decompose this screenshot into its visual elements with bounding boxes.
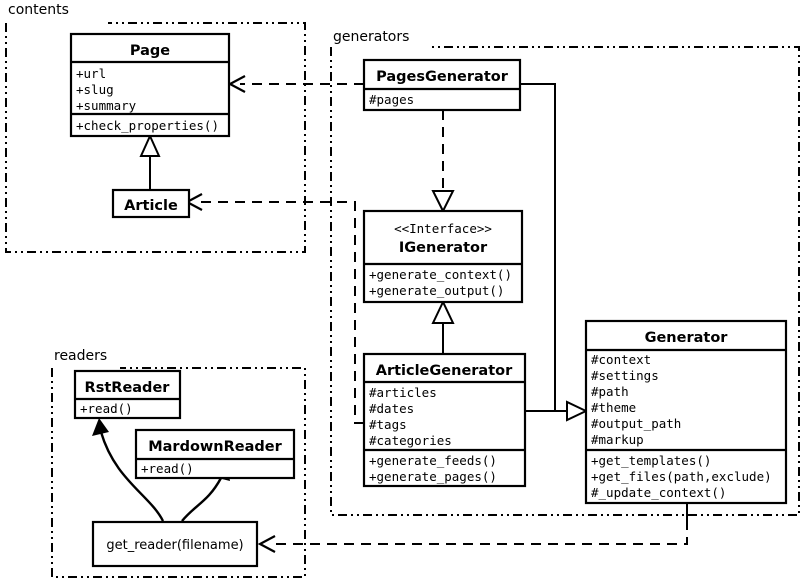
class-page-attribute: +url xyxy=(76,66,106,81)
class-igenerator-stereotype: <<Interface>> xyxy=(394,221,492,236)
class-mardown-reader-method: +read() xyxy=(141,461,194,476)
class-article-generator-attribute: #dates xyxy=(369,401,414,416)
class-rst-reader-name: RstReader xyxy=(85,380,171,396)
class-generator-name: Generator xyxy=(645,330,729,346)
class-article-generator[interactable]: ArticleGenerator #articles #dates #tags … xyxy=(362,352,527,488)
class-igenerator-method: +generate_context() xyxy=(369,267,512,282)
class-igenerator-method: +generate_output() xyxy=(369,283,504,298)
relation-articlegenerator-article xyxy=(184,193,364,424)
relation-generator-get_reader xyxy=(257,503,688,553)
class-mardown-reader-name: MardownReader xyxy=(148,439,282,455)
class-mardown-reader[interactable]: MardownReader +read() xyxy=(134,428,296,480)
class-generator[interactable]: Generator #context #settings #path #them… xyxy=(584,319,788,505)
class-article-generator-attribute: #categories xyxy=(369,433,452,448)
class-page[interactable]: Page +url +slug +summary +check_properti… xyxy=(69,32,231,138)
class-generator-attribute: #theme xyxy=(591,400,636,415)
class-generator-attribute: #context xyxy=(591,352,651,367)
class-page-attribute: +slug xyxy=(76,82,114,97)
class-generator-attribute: #output_path xyxy=(591,416,681,431)
relation-pagesgenerator-page xyxy=(227,75,364,93)
relation-article-page xyxy=(139,133,161,190)
package-contents: contents xyxy=(5,2,306,253)
class-rst-reader[interactable]: RstReader +read() xyxy=(73,369,182,420)
package-contents-label: contents xyxy=(8,2,69,18)
class-article-generator-attribute: #articles xyxy=(369,385,437,400)
package-generators-label: generators xyxy=(333,29,409,45)
class-generator-attribute: #markup xyxy=(591,432,644,447)
class-page-method: +check_properties() xyxy=(76,118,219,133)
class-igenerator[interactable]: <<Interface>> IGenerator +generate_conte… xyxy=(362,209,524,304)
package-readers-label: readers xyxy=(54,348,107,364)
relation-generators-generator xyxy=(520,83,589,422)
relation-get_reader-rstreader xyxy=(92,418,165,522)
class-rst-reader-method: +read() xyxy=(80,401,133,416)
class-article-generator-attribute: #tags xyxy=(369,417,407,432)
class-generator-method: +get_templates() xyxy=(591,453,711,468)
class-generator-attribute: #settings xyxy=(591,368,659,383)
relation-articlegenerator-igenerator xyxy=(431,299,455,354)
class-article-generator-name: ArticleGenerator xyxy=(376,363,513,379)
class-generator-method: +get_files(path,exclude) xyxy=(591,469,772,484)
class-article-generator-method: +generate_feeds() xyxy=(369,453,497,468)
relation-pagesgenerator-igenerator xyxy=(431,110,455,214)
package-readers: readers xyxy=(51,348,306,578)
class-generator-method: #_update_context() xyxy=(591,485,726,500)
function-get-reader[interactable]: get_reader(filename) xyxy=(91,520,259,568)
function-get-reader-label: get_reader(filename) xyxy=(106,538,243,553)
package-generators: generators xyxy=(330,29,800,516)
class-page-attribute: +summary xyxy=(76,98,137,113)
class-pages-generator-name: PagesGenerator xyxy=(376,69,509,85)
class-article-generator-method: +generate_pages() xyxy=(369,469,497,484)
class-page-name: Page xyxy=(130,43,170,59)
class-igenerator-name: IGenerator xyxy=(399,240,488,256)
class-pages-generator[interactable]: PagesGenerator #pages xyxy=(362,58,522,112)
class-pages-generator-attribute: #pages xyxy=(369,92,414,107)
class-article[interactable]: Article xyxy=(111,188,191,219)
class-generator-attribute: #path xyxy=(591,384,629,399)
class-article-name: Article xyxy=(124,198,178,214)
